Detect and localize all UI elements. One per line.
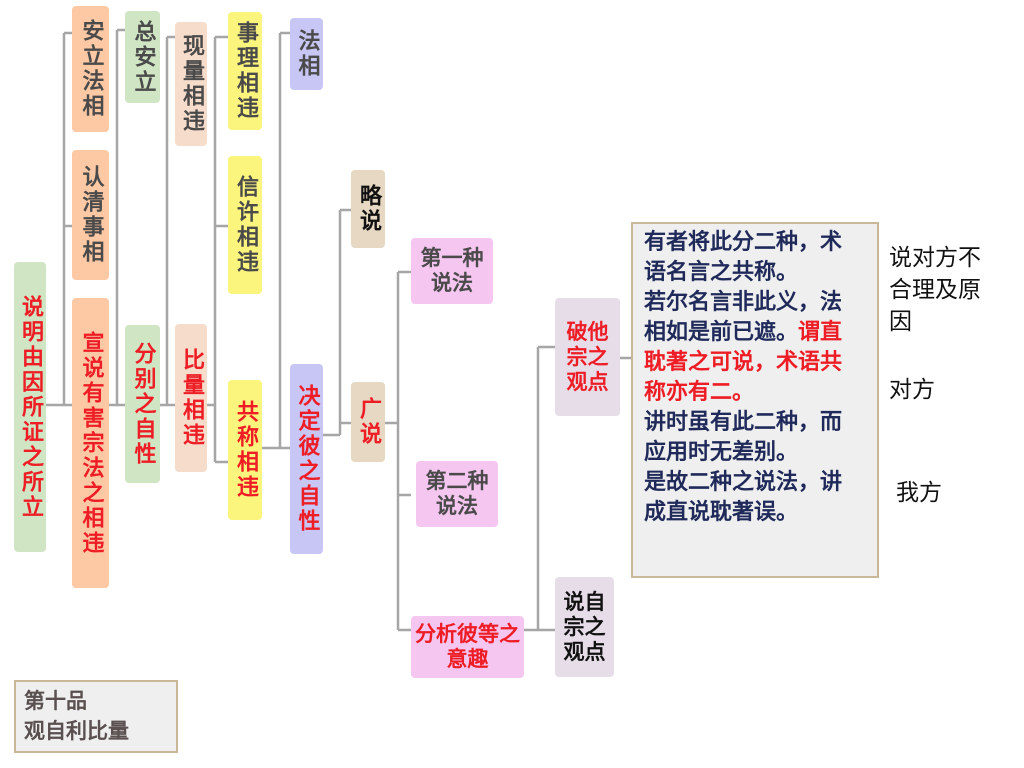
label-opponent: 对方 (889, 377, 935, 403)
quote-panel (631, 222, 879, 578)
connector-l6 (323, 208, 351, 437)
node-distinguish-self-nature: 分别之自性 (125, 325, 160, 483)
quote-text: 有者将此分二种，术语名言之共称。 若尔名言非此义，法相如是前已遮。谓直耽著之可说… (644, 228, 849, 528)
node-establish-dharma-marks: 安立法相 (72, 6, 109, 132)
connector-l7 (385, 270, 411, 632)
node-second-explanation: 第二种说法 (416, 461, 498, 527)
node-brief-explanation: 略说 (351, 170, 385, 248)
node-direct-perception-contradiction: 现量相违 (175, 22, 207, 146)
node-extensive-explanation: 广说 (351, 382, 385, 462)
chapter-number: 第十品 (24, 689, 87, 713)
node-proclaim-contradiction: 宣说有害宗法之相违 (72, 298, 109, 588)
node-determine-its-self-nature: 决定彼之自性 (290, 364, 323, 554)
node-belief-contradiction: 信许相违 (228, 156, 262, 294)
node-common-usage-contradiction: 共称相违 (228, 380, 262, 520)
node-explain-what-is-proved: 说明由因所证之所立 (14, 262, 46, 552)
chapter-title-box: 第十品 观自利比量 (14, 680, 178, 753)
node-refute-others: 破他宗之观点 (555, 298, 620, 416)
node-fact-contradiction: 事理相违 (228, 12, 262, 130)
label-our-side: 我方 (896, 480, 942, 506)
label-opponent-unreasonable: 说对方不合理及原因 (889, 245, 981, 335)
connector-l4 (207, 35, 228, 464)
connector-l8 (524, 345, 555, 632)
node-analyze-intent: 分析彼等之意趣 (411, 616, 524, 678)
node-general-establishment: 总安立 (125, 11, 160, 103)
connector-l3 (160, 35, 175, 407)
node-recognize-things: 认清事相 (72, 150, 109, 280)
quote-part-4: 讲时虽有此二种，而应用时无差别。 (644, 410, 843, 465)
connector-l1 (46, 31, 72, 407)
quote-part-1: 有者将此分二种，术语名言之共称。 (644, 230, 843, 285)
node-inference-contradiction: 比量相违 (175, 324, 207, 472)
connector-l5 (262, 31, 290, 450)
chapter-subtitle: 观自利比量 (24, 719, 129, 743)
connector-l2 (109, 28, 125, 407)
quote-part-5: 是故二种之说法，讲成直说耽著误。 (644, 470, 843, 525)
node-first-explanation: 第一种说法 (411, 238, 493, 304)
quote-part-3-highlight: 谓直耽著之可说，术语共称亦有二。 (644, 320, 843, 405)
node-dharma-mark: 法相 (290, 18, 323, 90)
node-own-view: 说自宗之观点 (555, 577, 614, 677)
quote-part-2: 若尔名言非此义，法相如是前已遮。谓直耽著之可说，术语共称亦有二。 (644, 290, 843, 405)
